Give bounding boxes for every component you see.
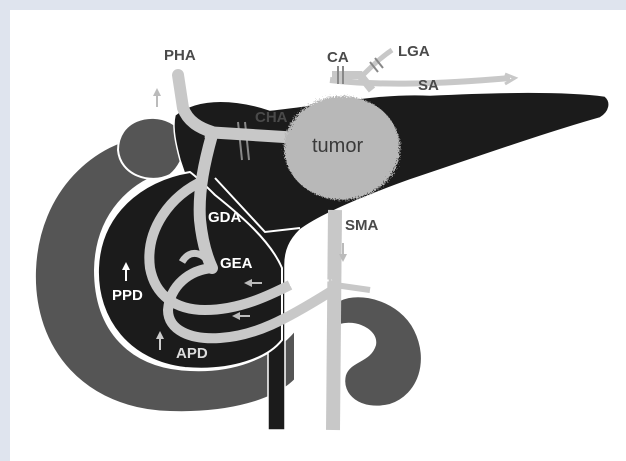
label-cha: CHA — [255, 109, 288, 126]
label-sma: SMA — [345, 217, 379, 234]
label-sa: SA — [418, 77, 439, 94]
tumor-mass: tumor — [284, 96, 400, 200]
label-ppd: PPD — [112, 287, 143, 304]
label-pha: PHA — [164, 47, 196, 64]
inferior-pd-dotted — [290, 280, 332, 285]
tumor-label: tumor — [312, 135, 363, 157]
label-gea: GEA — [220, 255, 253, 272]
label-gda: GDA — [208, 209, 242, 226]
arrow-up-pha — [153, 88, 161, 107]
jejunum-loop — [340, 296, 422, 406]
label-apd: APD — [176, 345, 208, 362]
superior-mesenteric-artery — [333, 210, 335, 430]
label-lga: LGA — [398, 43, 430, 60]
left-gastric-artery — [360, 50, 392, 78]
label-ca: CA — [327, 49, 349, 66]
